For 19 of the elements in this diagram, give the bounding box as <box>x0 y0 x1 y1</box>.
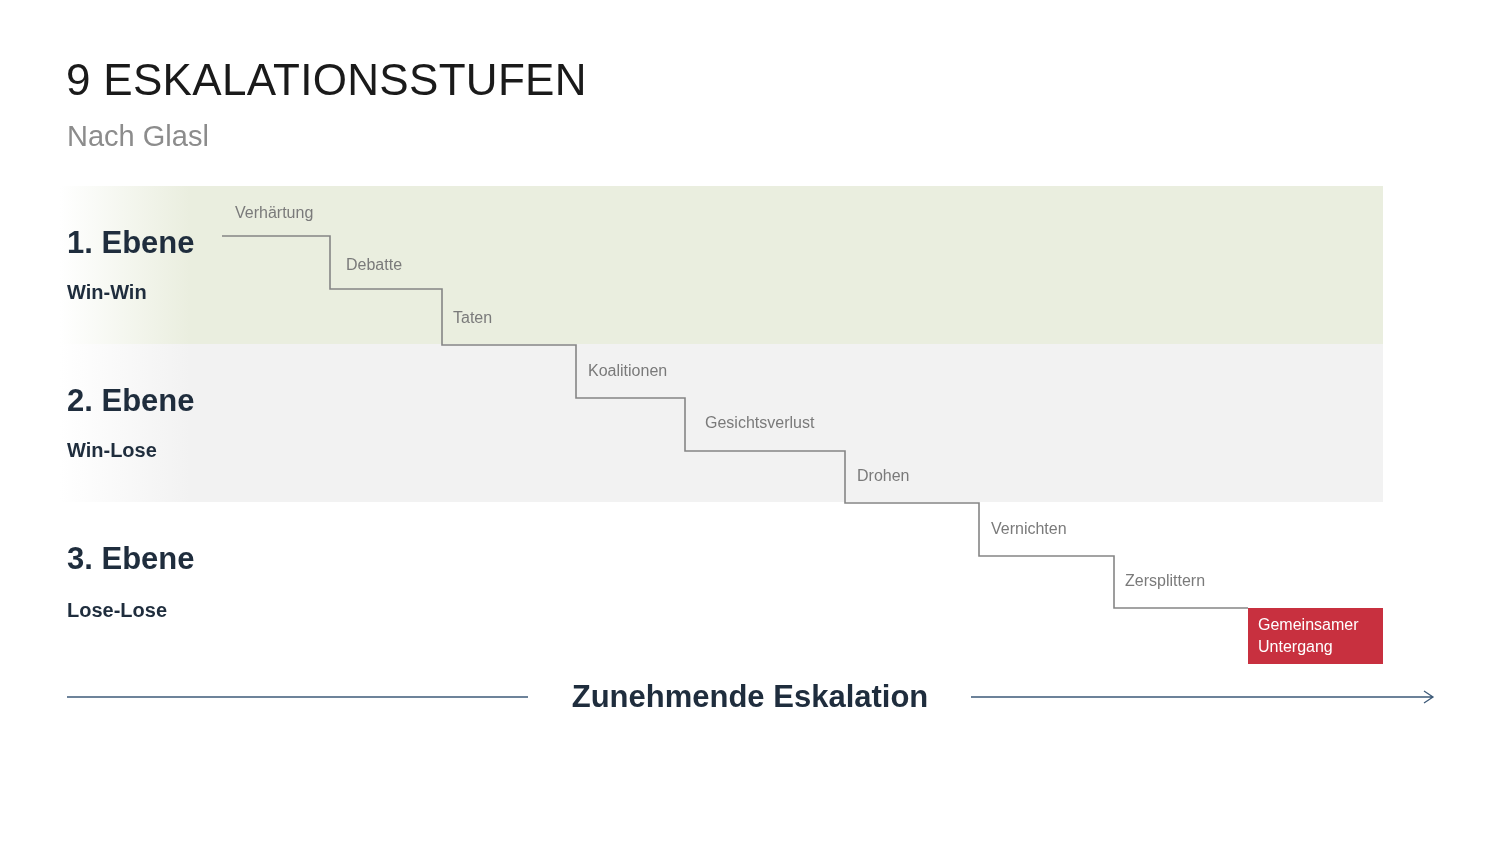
stage-box <box>1248 608 1383 664</box>
step-label: Vernichten <box>991 519 1067 539</box>
axis-label: Zunehmende Eskalation <box>571 678 929 716</box>
step-label: Drohen <box>857 466 910 486</box>
step-label: Koalitionen <box>588 361 668 381</box>
step-label: Debatte <box>346 255 403 275</box>
step-label: Gesichtsverlust <box>705 413 815 433</box>
subtitle: Nach Glasl <box>67 119 209 154</box>
slide-title: 9 ESKALATIONSSTUFEN <box>66 55 587 105</box>
level-heading: 1. Ebene <box>67 225 195 261</box>
step-label: Zersplittern <box>1125 571 1206 591</box>
level-subtitle: Win-Win <box>67 280 147 304</box>
level-subtitle: Win-Lose <box>67 438 157 462</box>
level-subtitle: Lose-Lose <box>67 598 168 622</box>
level-heading: 2. Ebene <box>67 383 195 419</box>
step-label: Taten <box>453 308 493 328</box>
level-heading: 3. Ebene <box>67 541 195 577</box>
step-label: Verhärtung <box>235 203 314 223</box>
stage-label: Gemeinsamer Untergang <box>1258 615 1360 657</box>
